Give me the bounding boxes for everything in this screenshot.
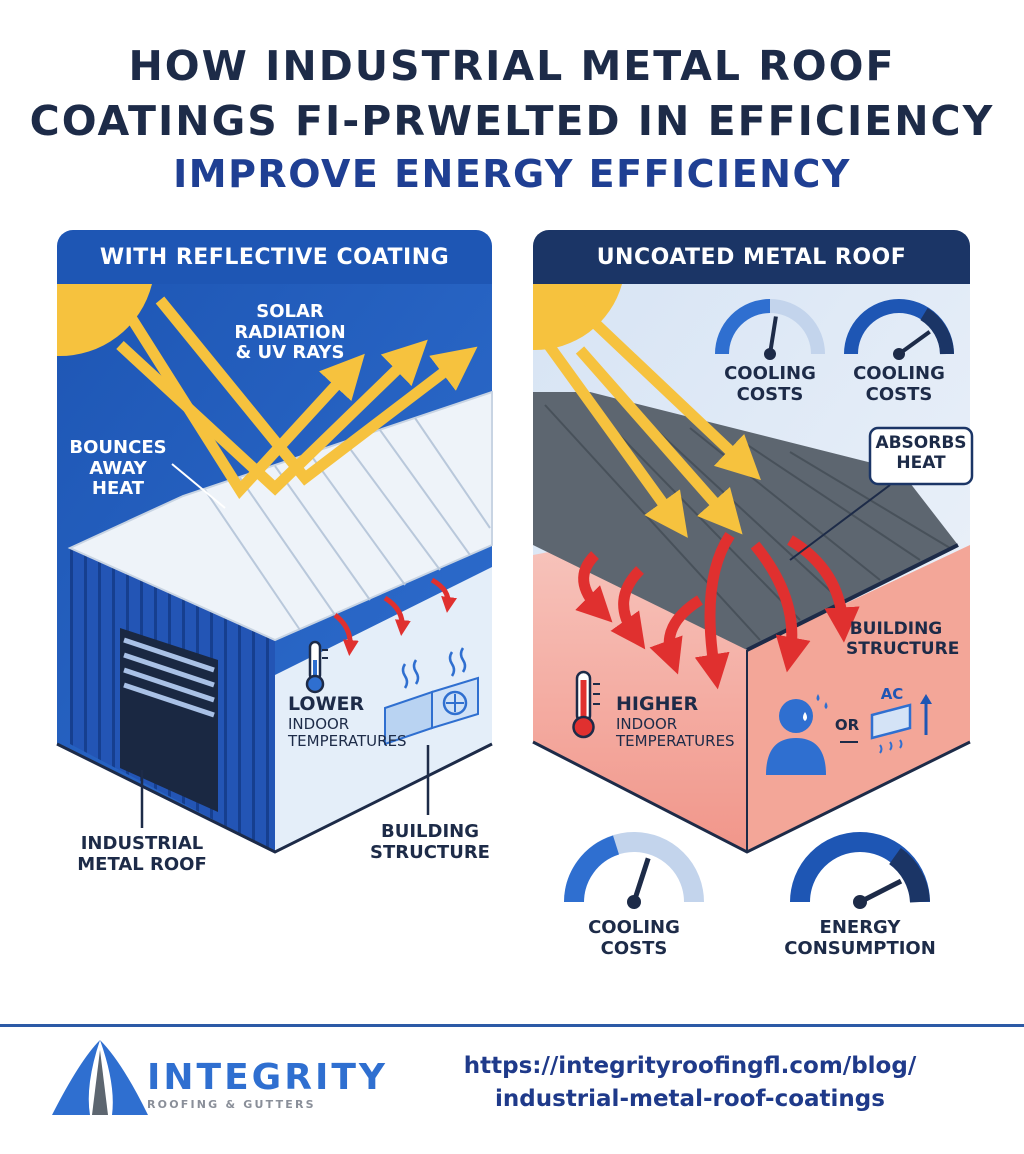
roof-line-1: INDUSTRIAL bbox=[80, 833, 204, 854]
footer-divider bbox=[0, 1024, 1024, 1027]
ac-label: AC bbox=[880, 685, 904, 703]
absorbs-line-1: ABSORBS bbox=[875, 433, 967, 453]
hot-person-icon bbox=[766, 694, 828, 775]
gauge1-line-2: COSTS bbox=[736, 383, 804, 405]
left-panel bbox=[56, 284, 493, 854]
right-structure-label: BUILDING STRUCTURE bbox=[846, 619, 960, 659]
left-panel-header: WITH REFLECTIVE COATING bbox=[57, 230, 492, 284]
absorbs-pointer bbox=[789, 484, 891, 561]
sun-icon bbox=[57, 284, 152, 357]
gauge-needle bbox=[768, 316, 778, 355]
bottom-right-gauge bbox=[790, 832, 930, 909]
bottom-gauge-2-line-1: ENERGY bbox=[819, 917, 901, 938]
bottom-gauge-2-label: ENERGY CONSUMPTION bbox=[780, 917, 940, 959]
ac-icon bbox=[870, 694, 932, 754]
bounces-pointer bbox=[171, 463, 226, 509]
solar-radiation-label: SOLAR RADIATION & UV RAYS bbox=[200, 301, 380, 364]
title-line-2: COATINGS FI-PRWELTED IN EFFICIENCY bbox=[29, 97, 995, 145]
right-panel bbox=[532, 284, 974, 854]
roof-ridge bbox=[746, 543, 959, 652]
industrial-roof-label: INDUSTRIAL METAL ROOF bbox=[72, 833, 212, 875]
ac-unit-icon bbox=[384, 647, 479, 746]
bottom-gauge-1-line-1: COOLING bbox=[588, 917, 680, 938]
top-gauge-1-label: COOLING COSTS bbox=[720, 363, 820, 405]
bounces-line-2: AWAY HEAT bbox=[89, 457, 147, 500]
gauge2-line-2: COSTS bbox=[865, 383, 933, 405]
footer-url[interactable]: https://integrityroofingfl.com/blog/ ind… bbox=[430, 1050, 950, 1117]
left-panel-outline bbox=[56, 742, 493, 854]
heat-arrows bbox=[575, 531, 860, 690]
bottom-left-gauge bbox=[564, 832, 704, 909]
right-interior-right-wall bbox=[747, 545, 970, 852]
garage-door bbox=[120, 628, 218, 812]
right-structure-line-1: BUILDING bbox=[849, 619, 943, 639]
bottom-gauge-1-label: COOLING COSTS bbox=[574, 917, 694, 959]
sun-icon-right bbox=[533, 284, 622, 351]
lower-temp-label: LOWER INDOOR TEMPERATURES bbox=[288, 693, 418, 751]
gauge1-line-1: COOLING bbox=[724, 363, 816, 384]
right-structure-line-2: STRUCTURE bbox=[846, 638, 960, 659]
garage-door-slats bbox=[123, 637, 215, 718]
thermometer-hot-icon bbox=[572, 670, 600, 739]
solar-label-line-1: SOLAR RADIATION bbox=[234, 301, 346, 343]
thermometer-icon bbox=[305, 640, 328, 694]
bounces-line-1: BOUNCES bbox=[69, 437, 167, 458]
integrity-logo-icon bbox=[52, 1040, 148, 1115]
lower-line-3: TEMPERATURES bbox=[288, 732, 407, 751]
solar-label-line-2: & UV RAYS bbox=[235, 342, 345, 364]
lower-line-1: LOWER bbox=[288, 693, 365, 715]
left-structure-label: BUILDING STRUCTURE bbox=[366, 821, 494, 863]
reflected-ray-2 bbox=[116, 339, 428, 496]
gauge-needle bbox=[631, 857, 651, 903]
title-line-3: IMPROVE ENERGY EFFICIENCY bbox=[173, 152, 851, 196]
absorbs-line-2: HEAT bbox=[896, 452, 946, 473]
higher-temp-label: HIGHER INDOOR TEMPERATURES bbox=[616, 693, 746, 751]
left-roof-ribs bbox=[204, 417, 491, 631]
higher-line-1: HIGHER bbox=[616, 693, 699, 715]
right-panel-header: UNCOATED METAL ROOF bbox=[533, 230, 970, 284]
higher-line-2: INDOOR bbox=[616, 714, 678, 733]
or-label: OR bbox=[834, 716, 860, 734]
url-line-2[interactable]: industrial-metal-roof-coatings bbox=[495, 1086, 885, 1113]
bottom-gauge-2-line-2: CONSUMPTION bbox=[784, 937, 936, 959]
title-line-1: HOW INDUSTRIAL METAL ROOF bbox=[128, 42, 896, 90]
gauge-needle bbox=[897, 330, 931, 356]
gauge2-line-1: COOLING bbox=[853, 363, 945, 384]
lower-line-2: INDOOR bbox=[288, 714, 350, 733]
reflected-ray-1 bbox=[115, 297, 365, 500]
brand-subtitle: ROOFING & GUTTERS bbox=[147, 1098, 316, 1111]
top-gauge-2-label: COOLING COSTS bbox=[849, 363, 949, 405]
left-heat-arrows bbox=[333, 577, 457, 656]
bounces-away-label: BOUNCES AWAY HEAT bbox=[62, 437, 174, 500]
brand-logo: INTEGRITY ROOFING & GUTTERS bbox=[147, 1057, 388, 1112]
gauge-needle bbox=[858, 878, 903, 905]
higher-line-3: TEMPERATURES bbox=[616, 732, 735, 751]
left-white-roof bbox=[67, 390, 493, 642]
bottom-gauge-1-line-2: COSTS bbox=[600, 937, 668, 959]
left-structure-line-1: BUILDING bbox=[381, 821, 479, 842]
top-right-gauge bbox=[844, 299, 954, 360]
roof-line-2: METAL ROOF bbox=[77, 853, 207, 875]
left-interior-wall bbox=[275, 567, 492, 852]
url-line-1[interactable]: https://integrityroofingfl.com/blog/ bbox=[463, 1053, 917, 1079]
reflected-ray-3 bbox=[155, 296, 478, 486]
left-structure-line-2: STRUCTURE bbox=[370, 841, 490, 863]
brand-name: INTEGRITY bbox=[147, 1057, 388, 1098]
reflected-rays bbox=[115, 296, 478, 500]
absorbs-heat-label: ABSORBS HEAT bbox=[870, 433, 972, 473]
absorbs-heat-box bbox=[868, 426, 974, 486]
top-left-gauge bbox=[715, 299, 825, 360]
absorbed-rays bbox=[540, 286, 761, 538]
